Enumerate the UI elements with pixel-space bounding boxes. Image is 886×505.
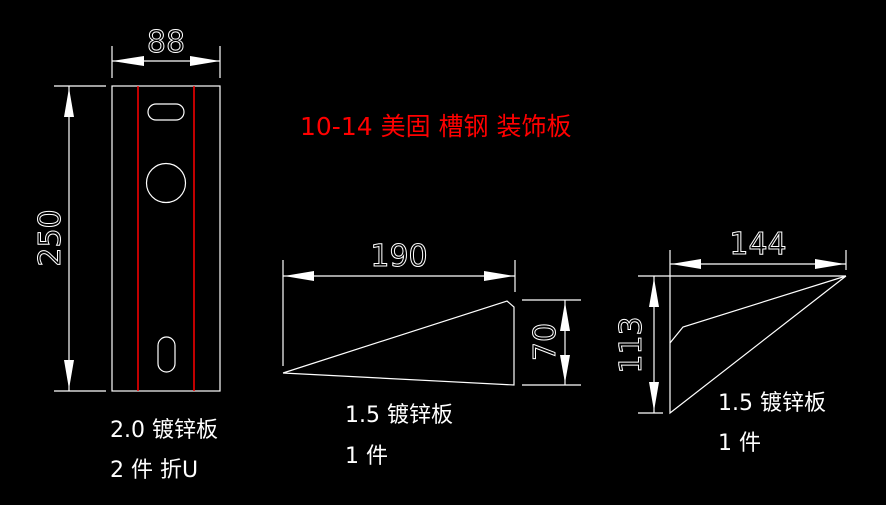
slot-horizontal bbox=[147, 103, 185, 121]
part-wedge-plate-1: 190 70 1.5 镀锌板 1 件 bbox=[282, 239, 581, 469]
quantity-label: 1 件 bbox=[345, 444, 388, 469]
arrowhead bbox=[112, 56, 144, 66]
material-label: 1.5 镀锌板 bbox=[345, 403, 453, 428]
dimension-height: 113 bbox=[614, 276, 663, 414]
dimension-label: 250 bbox=[33, 209, 68, 266]
dimension-label: 113 bbox=[614, 316, 649, 373]
drawing-title: 10-14 美固 槽钢 装饰板 bbox=[300, 112, 572, 141]
part-u-channel-plate: 88 250 2.0 镀锌板 2 件 折U bbox=[33, 25, 221, 483]
arrowhead bbox=[649, 382, 659, 411]
arrowhead bbox=[671, 259, 701, 269]
material-label: 2.0 镀锌板 bbox=[110, 418, 218, 443]
dimension-width: 144 bbox=[669, 227, 847, 343]
arrowhead bbox=[815, 259, 845, 269]
arrowhead bbox=[649, 278, 659, 307]
dimension-height: 70 bbox=[522, 299, 581, 386]
dimension-label: 144 bbox=[729, 227, 786, 262]
arrowhead bbox=[190, 56, 220, 66]
dimension-height: 250 bbox=[33, 85, 106, 392]
arrowhead bbox=[560, 302, 570, 331]
arrowhead bbox=[484, 271, 514, 281]
arrowhead bbox=[64, 88, 74, 117]
plate-outline bbox=[282, 300, 515, 386]
dimension-label: 88 bbox=[147, 25, 185, 60]
quantity-label: 2 件 折U bbox=[110, 458, 198, 483]
slot-vertical bbox=[157, 336, 176, 373]
plate-outline bbox=[111, 85, 221, 392]
quantity-label: 1 件 bbox=[718, 431, 761, 456]
dimension-label: 70 bbox=[528, 323, 563, 361]
arrowhead bbox=[284, 271, 314, 281]
dimension-width: 190 bbox=[282, 239, 516, 366]
arrowhead bbox=[560, 355, 570, 383]
material-label: 1.5 镀锌板 bbox=[718, 391, 826, 416]
part-wedge-plate-2: 144 113 1.5 镀锌板 1 件 bbox=[614, 227, 847, 456]
dimension-width: 88 bbox=[111, 25, 221, 78]
arrowhead bbox=[64, 360, 74, 389]
round-hole bbox=[145, 162, 187, 204]
dimension-label: 190 bbox=[370, 239, 427, 274]
